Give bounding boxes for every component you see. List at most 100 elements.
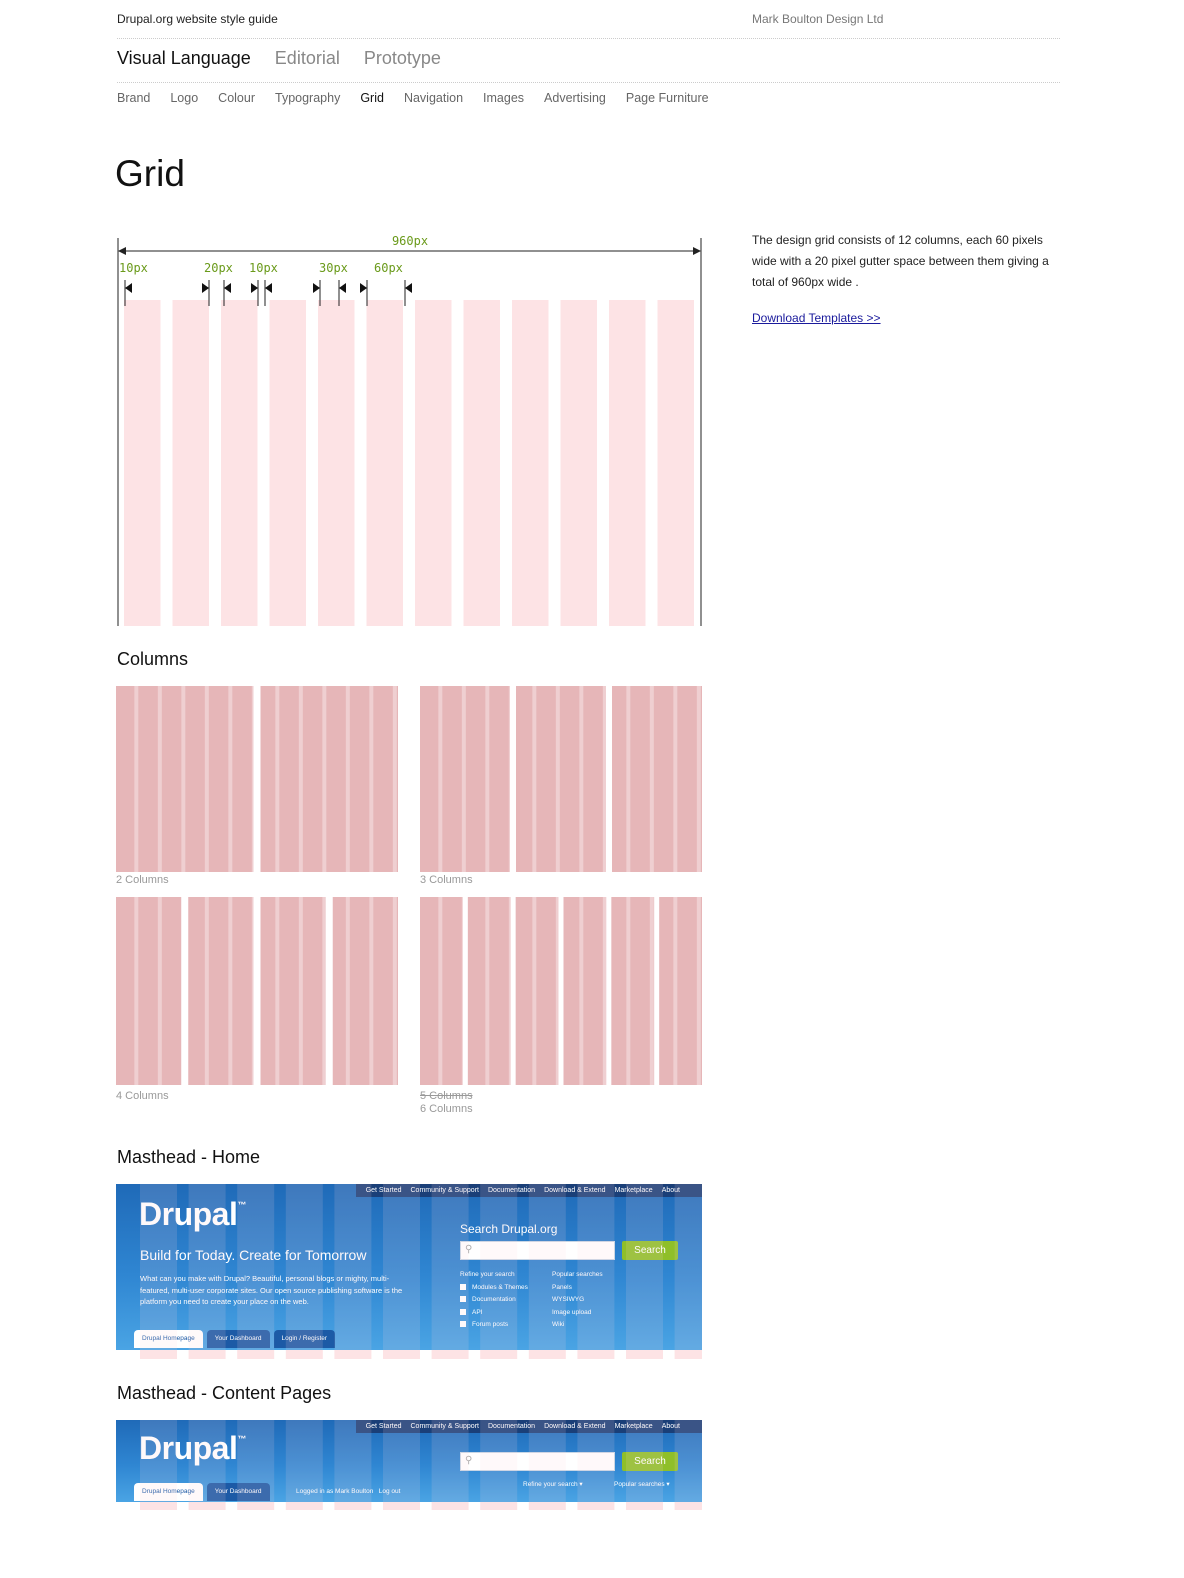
popular-search-link[interactable]: Image upload <box>552 1308 592 1316</box>
top-nav-about[interactable]: About <box>661 1423 680 1430</box>
overlay-column <box>383 1350 420 1359</box>
checkbox[interactable] <box>460 1283 466 1290</box>
popular-searches-dropdown[interactable]: Popular searches ▾ <box>614 1481 670 1488</box>
column-cell <box>515 897 559 1085</box>
tab-drupal-homepage[interactable]: Drupal Homepage <box>134 1330 203 1348</box>
main-nav-editorial[interactable]: Editorial <box>274 48 340 68</box>
measure-arrow <box>360 283 367 293</box>
masthead-tabs: Drupal Homepage Your Dashboard <box>134 1483 270 1501</box>
download-templates-link[interactable]: Download Templates >> <box>752 311 881 325</box>
sub-nav-images[interactable]: Images <box>483 91 525 105</box>
drupal-logo[interactable]: Drupal™ <box>139 1430 246 1467</box>
search-button[interactable]: Search <box>622 1241 678 1260</box>
gutter-line <box>508 897 513 1085</box>
popular-search-link[interactable]: WYSIWYG <box>552 1296 585 1303</box>
tab-your-dashboard[interactable]: Your Dashboard <box>206 1483 270 1501</box>
search-button[interactable]: Search <box>622 1452 678 1471</box>
gutter-line <box>345 686 350 872</box>
sub-nav-brand[interactable]: Brand <box>117 91 151 105</box>
top-nav-get-started[interactable]: Get Started <box>365 1423 402 1430</box>
gutter-line <box>602 686 607 872</box>
grid-column <box>415 300 452 626</box>
overlay-column <box>188 1350 226 1359</box>
top-nav-get-started[interactable]: Get Started <box>365 1187 402 1194</box>
overlay-column <box>285 1350 323 1359</box>
grid-overlay-tail <box>140 1350 702 1359</box>
overlay-column <box>480 1502 518 1510</box>
gutter-line <box>298 686 303 872</box>
top-nav-about[interactable]: About <box>661 1187 680 1194</box>
grid-description: The design grid consists of 12 columns, … <box>752 233 1049 289</box>
top-nav-marketplace[interactable]: Marketplace <box>614 1187 653 1194</box>
column-cell <box>188 897 254 1085</box>
sub-nav-advertising[interactable]: Advertising <box>544 91 606 105</box>
search-input[interactable]: ⚲ <box>460 1241 615 1260</box>
trademark-mark: ™ <box>237 1434 246 1444</box>
sub-nav-page-furniture[interactable]: Page Furniture <box>625 91 709 105</box>
search-icon: ⚲ <box>465 1455 473 1466</box>
column-cell <box>116 686 254 872</box>
checkbox[interactable] <box>460 1296 466 1302</box>
gutter-line <box>275 897 280 1085</box>
popular-heading: Popular searches <box>552 1271 603 1278</box>
sub-nav-navigation[interactable]: Navigation <box>403 91 464 105</box>
refine-option-label: Forum posts <box>472 1321 509 1328</box>
tab-drupal-homepage[interactable]: Drupal Homepage <box>134 1483 203 1501</box>
refine-option-label: Modules & Themes <box>472 1283 528 1291</box>
top-nav-documentation[interactable]: Documentation <box>487 1423 536 1430</box>
search-input[interactable]: ⚲ <box>460 1452 615 1471</box>
overlay-column <box>626 1184 663 1350</box>
masthead-home-mock: Get Started Community & Support Document… <box>116 1184 702 1350</box>
overlay-column <box>334 1502 372 1510</box>
sub-nav-logo[interactable]: Logo <box>170 91 199 105</box>
popular-search-link[interactable]: Wiki <box>552 1321 565 1328</box>
sub-nav-grid[interactable]: Grid <box>360 91 384 105</box>
three-columns-caption: 3 Columns <box>420 874 473 886</box>
popular-search-link[interactable]: Panels <box>552 1283 572 1291</box>
gutter-line <box>204 897 209 1085</box>
refine-option[interactable]: Modules & Themes <box>460 1282 528 1295</box>
gutter-line <box>322 897 327 1085</box>
main-nav-visual-language[interactable]: Visual Language <box>117 48 251 68</box>
logout-link[interactable]: Log out <box>378 1488 401 1495</box>
measure-label: 20px <box>204 261 233 275</box>
overlay-column <box>383 1502 420 1510</box>
gutter-line <box>369 686 374 872</box>
refine-option[interactable]: API <box>460 1307 528 1320</box>
gutter-line <box>485 686 490 872</box>
top-nav-marketplace[interactable]: Marketplace <box>614 1423 653 1430</box>
main-nav-prototype[interactable]: Prototype <box>363 48 441 68</box>
checkbox[interactable] <box>460 1321 466 1327</box>
sub-nav-typography[interactable]: Typography <box>275 91 341 105</box>
refine-search-dropdown[interactable]: Refine your search ▾ <box>523 1481 583 1488</box>
top-nav-documentation[interactable]: Documentation <box>487 1187 536 1194</box>
measure-arrow <box>224 283 231 293</box>
gutter-line <box>508 686 513 872</box>
top-nav-download[interactable]: Download & Extend <box>544 1187 606 1194</box>
top-nav-download[interactable]: Download & Extend <box>544 1423 606 1430</box>
top-nav-community[interactable]: Community & Support <box>410 1423 479 1430</box>
gutter-line <box>602 897 607 1085</box>
gutter-line <box>649 897 654 1085</box>
gutter-line <box>532 686 537 872</box>
tab-login-register[interactable]: Login / Register <box>273 1330 336 1348</box>
drupal-logo[interactable]: Drupal™ <box>139 1196 246 1233</box>
column-cell <box>516 686 606 872</box>
grid-column <box>221 300 258 626</box>
measure-arrow <box>339 283 346 293</box>
search-label: Search Drupal.org <box>460 1222 558 1236</box>
tagline: Build for Today. Create for Tomorrow <box>140 1247 367 1263</box>
gutter-line <box>181 686 186 872</box>
sub-nav-colour[interactable]: Colour <box>218 91 255 105</box>
overlay-column <box>431 1350 469 1359</box>
logo-text: Drupal <box>139 1196 238 1232</box>
refine-option[interactable]: Forum posts <box>460 1319 528 1332</box>
overlay-column <box>334 1350 372 1359</box>
gutter-line <box>673 897 678 1085</box>
tab-your-dashboard[interactable]: Your Dashboard <box>206 1330 270 1348</box>
refine-option[interactable]: Documentation <box>460 1294 528 1307</box>
top-nav-community[interactable]: Community & Support <box>410 1187 479 1194</box>
column-block <box>420 897 702 1085</box>
checkbox[interactable] <box>460 1308 466 1315</box>
